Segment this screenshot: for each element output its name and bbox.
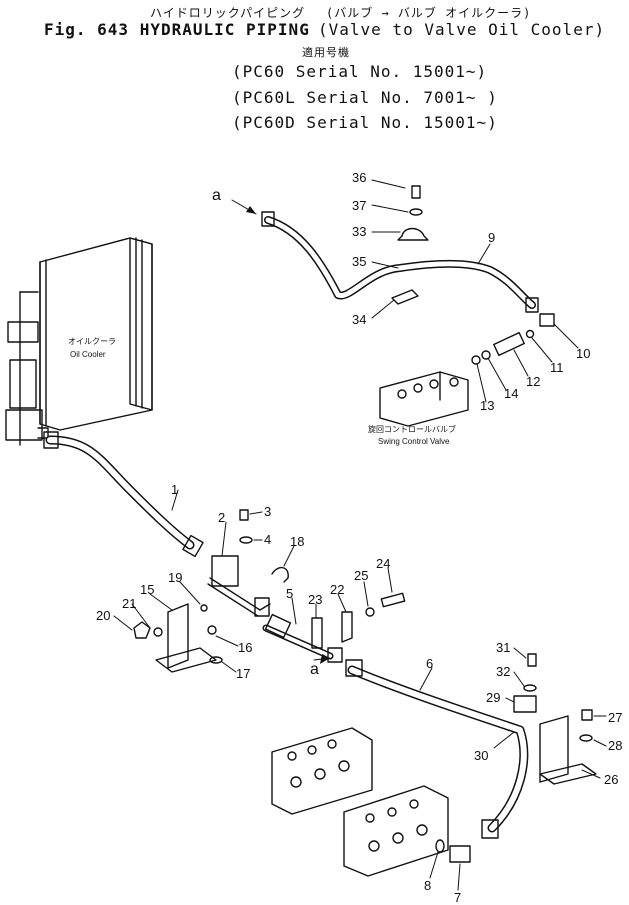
control-valve-bank-left [271, 727, 373, 815]
callout-a-mid: a [310, 661, 319, 678]
callout-36: 36 [352, 170, 366, 185]
callout-28: 28 [608, 738, 622, 753]
callout-22: 22 [330, 582, 344, 597]
callout-5: 5 [286, 586, 293, 601]
callout-2: 2 [218, 510, 225, 525]
callout-29: 29 [486, 690, 500, 705]
block-fitting-2 [207, 509, 271, 617]
oil-cooler-label: Oil Cooler [70, 350, 106, 359]
callout-6: 6 [426, 656, 433, 671]
clamp-hardware-top [391, 185, 429, 305]
elbow-7 [435, 839, 471, 863]
callout-3: 3 [264, 504, 271, 519]
callout-14: 14 [504, 386, 518, 401]
pipe-9 [261, 211, 539, 313]
swing-valve-jp-label: 旋回コントロールバルブ [368, 424, 456, 434]
bracket-26 [539, 709, 597, 785]
callout-26: 26 [604, 772, 618, 787]
callout-25: 25 [354, 568, 368, 583]
arrow-a-mid [320, 654, 330, 664]
callout-1: 1 [171, 482, 178, 497]
pipe-5 [262, 613, 343, 663]
oil-cooler-jp-label: オイルクーラ [68, 337, 116, 346]
callout-13: 13 [480, 398, 494, 413]
callout-19: 19 [168, 570, 182, 585]
callout-23: 23 [308, 592, 322, 607]
arrow-a-top [246, 206, 256, 214]
swing-valve-label: Swing Control Valve [378, 437, 450, 446]
callout-8: 8 [424, 878, 431, 893]
callout-20: 20 [96, 608, 110, 623]
bracket-22-23 [311, 592, 406, 649]
fittings-10-14 [471, 313, 555, 365]
callout-18: 18 [290, 534, 304, 549]
callout-10: 10 [576, 346, 590, 361]
hose-1 [43, 431, 204, 558]
clamp-29 [513, 653, 537, 713]
oil-cooler [5, 237, 153, 446]
callout-17: 17 [236, 666, 250, 681]
callout-15: 15 [140, 582, 154, 597]
applicable-models-label: 適用号機 [302, 46, 350, 59]
bracket-15 [133, 603, 223, 673]
serial-line-pc60l: (PC60L Serial No. 7001~ ) [232, 88, 498, 107]
callout-32: 32 [496, 664, 510, 679]
callout-24: 24 [376, 556, 390, 571]
hose-6 [345, 659, 529, 839]
figure-subtitle: (Valve to Valve Oil Cooler) [318, 20, 606, 39]
clip-18 [271, 567, 289, 583]
callout-9: 9 [488, 230, 495, 245]
leader-lines [113, 179, 607, 891]
serial-line-pc60: (PC60 Serial No. 15001~) [232, 62, 488, 81]
callout-a-top: a [212, 187, 221, 204]
callout-7: 7 [454, 890, 461, 905]
control-valve-bank-right [343, 785, 449, 877]
callout-31: 31 [496, 640, 510, 655]
callout-12: 12 [526, 374, 540, 389]
serial-line-pc60d: (PC60D Serial No. 15001~) [232, 113, 498, 132]
component-labels: オイルクーラ Oil Cooler 旋回コントロールバルブ Swing Cont… [68, 337, 456, 446]
callout-34: 34 [352, 312, 366, 327]
callout-30: 30 [474, 748, 488, 763]
callout-4: 4 [264, 532, 271, 547]
callout-11: 11 [550, 360, 564, 375]
japanese-title: ハイドロリックパイピング [150, 6, 306, 20]
callout-16: 16 [238, 640, 252, 655]
callout-27: 27 [608, 710, 622, 725]
callout-numbers: a a 1 2 3 4 5 6 7 8 9 10 11 12 13 14 15 … [96, 170, 622, 905]
japanese-subtitle: (バルブ → バルブ オイルクーラ) [326, 6, 532, 20]
figure-title: Fig. 643 HYDRAULIC PIPING [44, 20, 310, 39]
callout-37: 37 [352, 198, 366, 213]
callout-35: 35 [352, 254, 366, 269]
callout-21: 21 [122, 596, 136, 611]
swing-control-valve [379, 371, 469, 427]
callout-33: 33 [352, 224, 366, 239]
